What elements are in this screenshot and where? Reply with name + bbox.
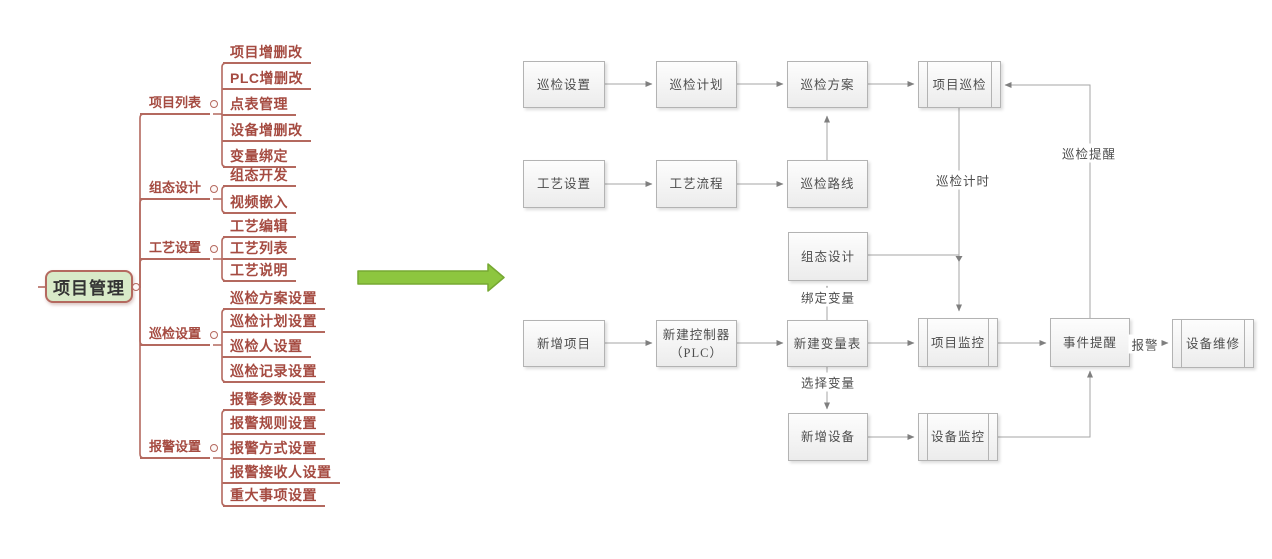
flow-node-device-repair: 设备维修 (1172, 319, 1254, 368)
flow-node-label-line2: （PLC） (670, 345, 723, 360)
edge-label-alarm: 报警 (1128, 334, 1162, 354)
mindmap-branch-inspect-setting: 巡检设置 (140, 324, 210, 346)
junction-arrowhead (955, 256, 963, 262)
flow-node-project-monitor: 项目监控 (918, 318, 998, 367)
predefined-process-bar (988, 319, 989, 366)
edge-label-inspect-remind: 巡检提醒 (1058, 143, 1120, 163)
flow-node-label: 设备维修 (1185, 336, 1240, 351)
mindmap-branch-alarm-setting: 报警设置 (140, 437, 210, 459)
flow-node-new-project: 新增项目 (523, 320, 605, 367)
branch-collapse-handle[interactable] (210, 444, 218, 452)
green-arrow (357, 263, 505, 292)
flow-node-label: 工艺流程 (669, 177, 724, 191)
mindmap-leaf: 报警规则设置 (223, 413, 325, 435)
flow-node-label: 巡检方案 (800, 77, 855, 92)
flow-node-process-flow: 工艺流程 (656, 160, 737, 208)
mindmap-leaf: 重大事项设置 (223, 485, 325, 507)
mindmap-leaf: 工艺编辑 (223, 216, 296, 238)
flow-node-device-monitor: 设备监控 (918, 413, 998, 461)
predefined-process-bar (988, 414, 989, 460)
flow-node-label-line1: 新建控制器 (662, 327, 731, 342)
mindmap-leaf: 巡检方案设置 (223, 288, 325, 310)
branch-collapse-handle[interactable] (210, 185, 218, 193)
branch-collapse-handle[interactable] (210, 100, 218, 108)
flow-node-label: 工艺设置 (536, 177, 591, 191)
flow-node-label: 组态设计 (800, 249, 855, 264)
flow-node-label: 项目监控 (930, 335, 985, 350)
flow-node-inspect-setting: 巡检设置 (523, 61, 605, 108)
flow-node-inspect-route: 巡检路线 (787, 160, 868, 208)
predefined-process-bar (927, 414, 928, 460)
mindmap-leaf: PLC增删改 (223, 68, 311, 90)
predefined-process-bar (991, 62, 992, 107)
mindmap-branch-process-setting: 工艺设置 (140, 238, 210, 260)
predefined-process-bar (927, 319, 928, 366)
flow-node-label: 项目巡检 (932, 77, 987, 92)
edge-label-bind-var: 绑定变量 (797, 287, 859, 307)
mindmap-leaf: 巡检记录设置 (223, 361, 325, 383)
mindmap-leaf: 巡检人设置 (223, 336, 311, 358)
mm-branch-line-process (135, 258, 210, 288)
mindmap-root: 项目管理 (45, 270, 133, 303)
flow-node-scada-design: 组态设计 (788, 232, 868, 281)
root-collapse-handle[interactable] (132, 283, 140, 291)
flow-node-new-device: 新增设备 (788, 413, 868, 461)
mindmap-branch-project-list: 项目列表 (140, 93, 210, 115)
predefined-process-bar (1244, 320, 1245, 367)
flow-node-label: 新建变量表 (793, 336, 862, 351)
flow-node-project-inspect: 项目巡检 (918, 61, 1001, 108)
predefined-process-bar (927, 62, 928, 107)
mindmap-leaf: 点表管理 (223, 94, 296, 116)
mindmap-leaf: 变量绑定 (223, 146, 296, 168)
flow-node-inspect-scheme: 巡检方案 (787, 61, 868, 108)
flow-node-process-setting: 工艺设置 (523, 160, 605, 208)
flow-node-label: 新增设备 (800, 430, 855, 444)
flow-node-label: 事件提醒 (1062, 335, 1117, 350)
edge-label-inspect-timing: 巡检计时 (932, 170, 994, 190)
flow-node-new-plc: 新建控制器 （PLC） (656, 320, 737, 367)
edge-label-select-var: 选择变量 (797, 372, 859, 392)
edge-eventremind-projectinspect (1004, 82, 1091, 318)
mindmap-leaf: 视频嵌入 (223, 192, 296, 214)
edge-devicemonitor-eventremind (998, 370, 1093, 438)
flow-node-event-remind: 事件提醒 (1050, 318, 1130, 367)
flow-node-label: 巡检计划 (669, 77, 724, 92)
predefined-process-bar (1181, 320, 1182, 367)
mindmap-leaf: 巡检计划设置 (223, 311, 325, 333)
flow-node-label: 巡检设置 (536, 77, 591, 92)
mm-branch-line-project-list (135, 113, 210, 288)
flow-node-label: 设备监控 (930, 430, 985, 444)
flow-node-label: 新增项目 (536, 336, 591, 351)
mindmap-leaf: 项目增删改 (223, 42, 311, 64)
flow-node-inspect-plan: 巡检计划 (656, 61, 737, 108)
flow-node-new-var-table: 新建变量表 (787, 320, 868, 367)
branch-collapse-handle[interactable] (210, 331, 218, 339)
mindmap-leaf: 报警接收人设置 (223, 462, 340, 484)
mm-bracket-g4 (213, 308, 228, 383)
mindmap-leaf: 组态开发 (223, 165, 296, 187)
mindmap-leaf: 报警参数设置 (223, 389, 325, 411)
mindmap-leaf: 报警方式设置 (223, 438, 325, 460)
mindmap-leaf: 工艺列表 (223, 238, 296, 260)
flow-node-label: 巡检路线 (800, 177, 855, 191)
mindmap-leaf: 工艺说明 (223, 260, 296, 282)
mm-branch-line-alarm (135, 286, 210, 459)
mindmap-leaf: 设备增删改 (223, 120, 311, 142)
branch-collapse-handle[interactable] (210, 245, 218, 253)
mindmap-branch-scada-design: 组态设计 (140, 178, 210, 200)
